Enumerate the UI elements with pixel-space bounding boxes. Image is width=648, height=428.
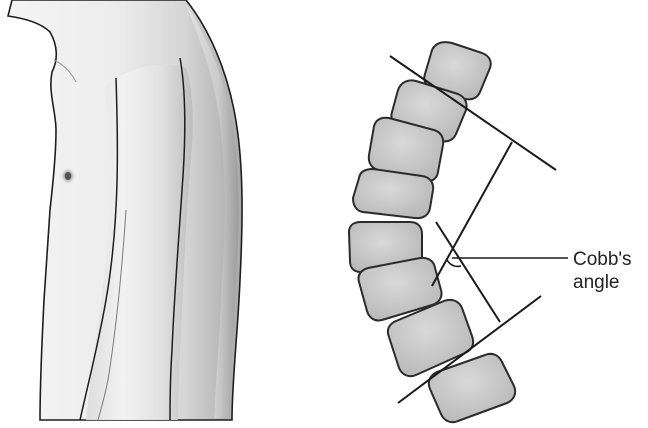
upper-perpendicular-line (432, 142, 512, 286)
angle-arc (447, 260, 461, 266)
cobbs-angle-label-line2: angle (573, 272, 620, 293)
vertebra-4 (353, 169, 433, 218)
torso-illustration (8, 0, 242, 420)
cobbs-angle-label: Cobb's angle (573, 249, 637, 293)
nipple-center (65, 172, 71, 180)
cobbs-angle-label-line1: Cobb's (573, 249, 632, 270)
spine-diagram (349, 42, 515, 422)
